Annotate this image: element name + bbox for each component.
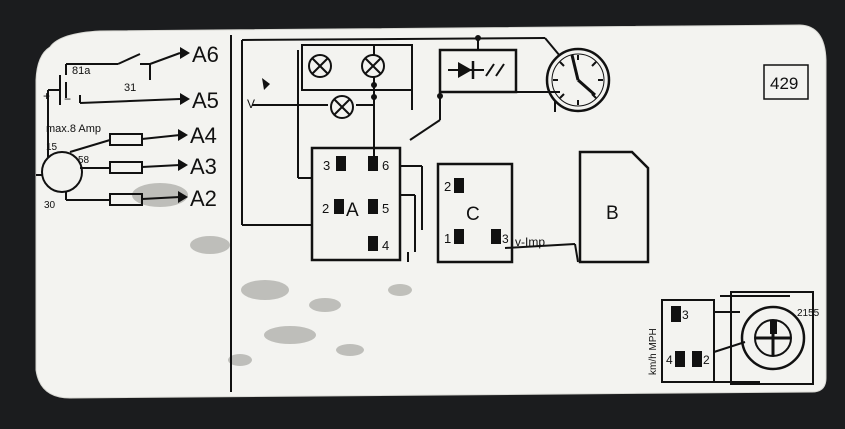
code-box (763, 64, 809, 100)
output-label-a3: A3 (190, 154, 217, 179)
connector-c (436, 162, 514, 264)
box-b (578, 150, 650, 264)
sensor-pin-3: 3 (682, 308, 689, 322)
led-diode-box (438, 48, 518, 94)
code-label: 429 (770, 74, 798, 93)
sensor-pin-2: 2 (703, 353, 710, 367)
connector-a-pin-4: 4 (382, 238, 389, 253)
left-circuit (36, 52, 181, 206)
sensor-pins (671, 306, 777, 367)
terminal-30: 30 (44, 200, 56, 211)
output-arrowheads (178, 47, 190, 203)
output-label-a4: A4 (190, 123, 217, 148)
output-label-a6: A6 (192, 42, 219, 67)
v-label: V (247, 97, 255, 111)
sensor-part-number: 2155 (797, 308, 820, 319)
battery-minus: − (64, 92, 71, 106)
v-arrow-icon (262, 78, 270, 90)
connector-c-label: C (466, 204, 480, 225)
connector-c-pin-2: 2 (444, 179, 451, 194)
dirt-smudges (132, 183, 412, 366)
connector-a-pin-2: 2 (322, 201, 329, 216)
connector-c-pin-3: 3 (502, 232, 509, 246)
output-label-a2: A2 (190, 186, 217, 211)
wiring (241, 37, 579, 263)
sensor-pin-4: 4 (666, 353, 673, 367)
clock-gauge-icon (545, 47, 611, 113)
terminal-31: 31 (124, 82, 136, 94)
connector-c-pin-1: 1 (444, 231, 451, 246)
connector-a (310, 146, 402, 262)
v-imp-label: v-Imp (515, 235, 545, 249)
lamp-2 (361, 54, 385, 78)
max-amp-label: max.8 Amp (46, 123, 101, 135)
output-label-a5: A5 (192, 88, 219, 113)
box-b-label: B (606, 203, 619, 224)
battery-plus: + (43, 89, 50, 103)
speed-unit-label: km/h MPH (648, 328, 659, 375)
connector-a-pin-3: 3 (323, 158, 330, 173)
junction-dots (371, 35, 481, 100)
terminal-81a: 81a (72, 65, 91, 77)
terminal-58: 58 (78, 155, 90, 166)
connector-a-pin-5: 5 (382, 201, 389, 216)
label-plate (35, 24, 827, 399)
connector-a-label: A (346, 200, 359, 221)
connector-a-pin-6: 6 (382, 158, 389, 173)
lamp-1 (308, 54, 332, 78)
terminal-15: 15 (46, 142, 58, 153)
lamp-3 (330, 95, 354, 119)
